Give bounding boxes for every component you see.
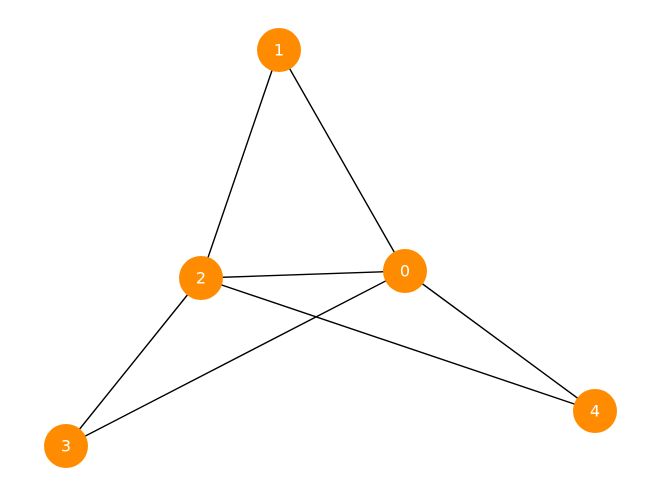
- node-2: 2: [179, 256, 223, 300]
- node-circle: [383, 249, 427, 293]
- node-circle: [257, 28, 301, 72]
- node-label: 1: [274, 41, 284, 60]
- edge-layer: [65, 49, 596, 447]
- node-layer: 0 1 2 3 4: [44, 28, 617, 468]
- node-label: 4: [590, 402, 600, 421]
- node-label: 3: [61, 437, 71, 456]
- node-label: 2: [196, 269, 206, 288]
- edge-0-1: [278, 49, 406, 272]
- edge-0-2: [200, 270, 406, 279]
- node-label: 0: [400, 262, 410, 281]
- node-3: 3: [44, 424, 88, 468]
- edge-2-4: [200, 277, 596, 412]
- edge-2-3: [65, 277, 202, 447]
- node-0: 0: [383, 249, 427, 293]
- node-circle: [44, 424, 88, 468]
- node-circle: [573, 389, 617, 433]
- node-4: 4: [573, 389, 617, 433]
- node-circle: [179, 256, 223, 300]
- node-1: 1: [257, 28, 301, 72]
- edge-0-4: [404, 270, 596, 412]
- edge-0-3: [65, 270, 406, 447]
- edge-1-2: [200, 49, 280, 279]
